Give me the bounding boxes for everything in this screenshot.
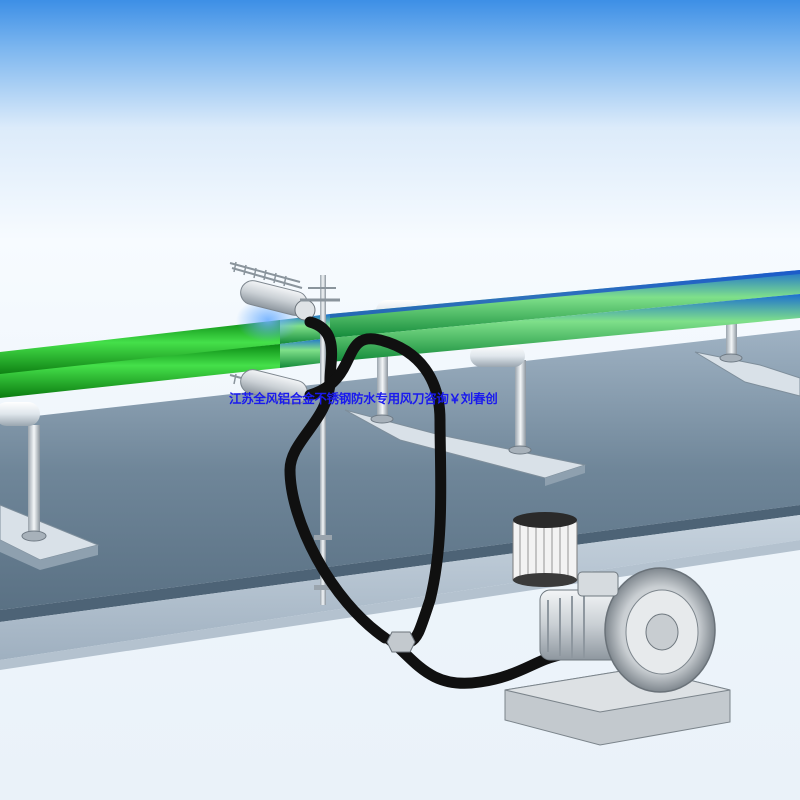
air-hoses [284, 316, 566, 689]
support-posts [21, 300, 743, 542]
air-filter-icon [512, 512, 578, 587]
green-pipes [0, 270, 800, 398]
regenerative-blower-icon [504, 567, 731, 746]
upper-air-knife [229, 261, 316, 321]
conveyor-table [0, 330, 800, 670]
watermark-caption: 江苏全风铝合金不锈钢防水专用风刀咨询￥刘春创 [229, 391, 498, 406]
mounting-rod [300, 275, 340, 605]
support-bases [0, 351, 800, 570]
